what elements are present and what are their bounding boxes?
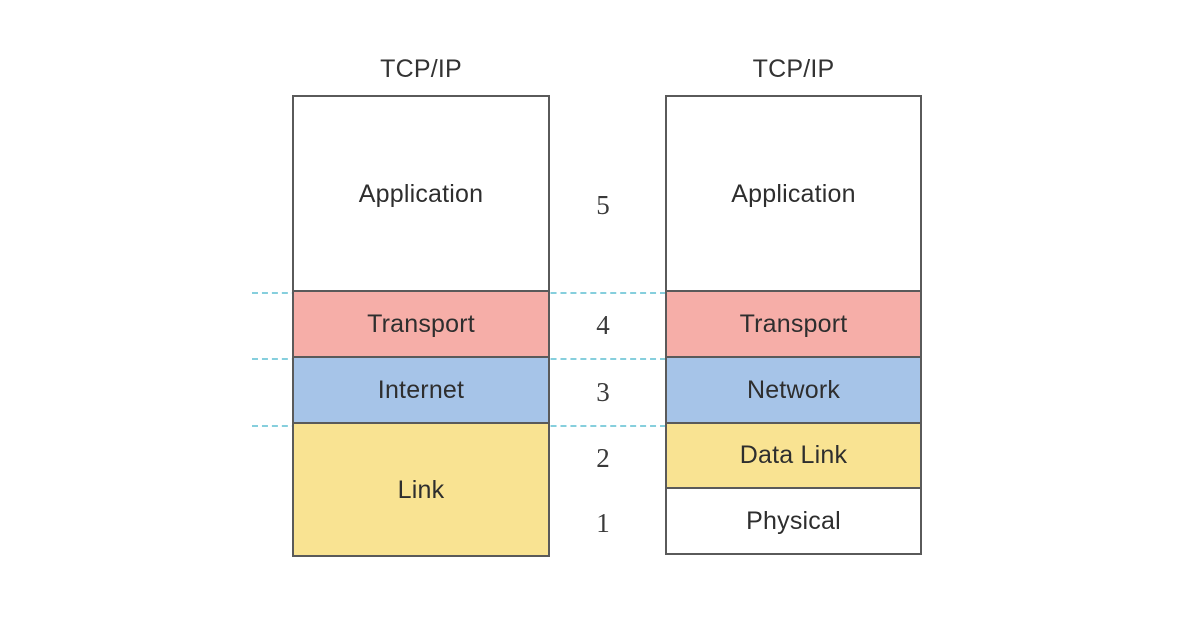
layer-label: Link [397, 475, 445, 504]
layer-number-column: 5 4 3 2 1 [566, 0, 640, 630]
layer-number-4: 4 [596, 310, 610, 340]
right-layer-physical: Physical [667, 488, 920, 553]
layer-number-1: 1 [596, 508, 610, 538]
left-stack-title: TCP/IP [380, 55, 462, 83]
right-layer-data-link: Data Link [667, 424, 920, 489]
left-layer-transport: Transport [294, 292, 548, 358]
left-layer-internet: Internet [294, 357, 548, 425]
left-layer-application: Application [294, 97, 548, 293]
layer-label: Network [746, 375, 841, 404]
layer-label: Transport [367, 310, 475, 339]
left-layer-link: Link [294, 424, 548, 556]
layer-label: Physical [746, 506, 841, 535]
layer-label: Application [358, 179, 484, 208]
layer-label: Internet [377, 375, 465, 404]
right-layer-transport: Transport [667, 292, 920, 358]
layer-label: Application [731, 179, 856, 208]
right-layer-network: Network [667, 357, 920, 425]
layer-label: Data Link [739, 441, 848, 470]
layer-label: Transport [739, 310, 848, 338]
right-layer-application: Application [667, 97, 920, 293]
right-stack-title: TCP/IP [752, 55, 835, 83]
layer-number-5: 5 [596, 190, 610, 220]
layer-number-2: 2 [596, 443, 610, 473]
layer-number-3: 3 [596, 377, 610, 407]
